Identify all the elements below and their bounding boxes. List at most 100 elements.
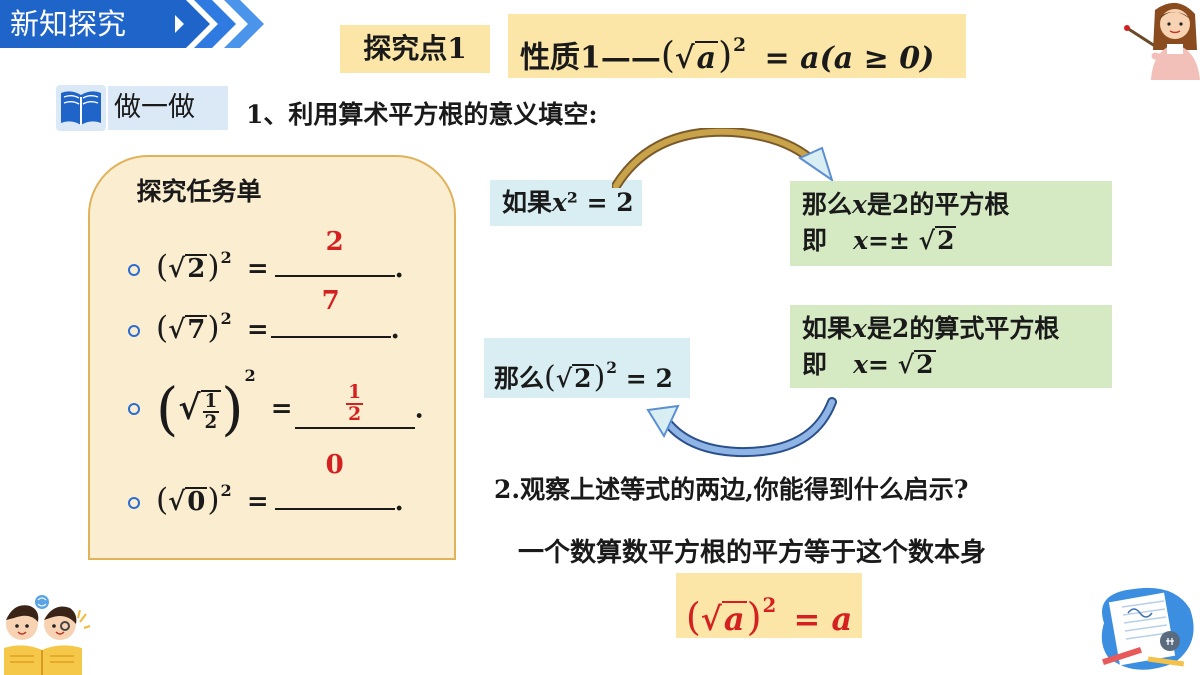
- paren-close: ): [718, 35, 733, 77]
- period: .: [394, 254, 404, 284]
- formula-rhs: = a: [793, 599, 853, 638]
- paren-close: ): [221, 376, 244, 443]
- formula: (√a)2 = a: [686, 593, 853, 640]
- task-answer: 7: [321, 286, 340, 316]
- task-card: [88, 155, 456, 560]
- sqrt-symbol: √2: [918, 226, 957, 255]
- if-arith-text-d: =: [868, 350, 898, 379]
- task-radicand: 2: [185, 254, 208, 284]
- question-1: 1、利用算术平方根的意义填空:: [246, 100, 598, 129]
- task-radicand-num: 1: [202, 390, 220, 413]
- bullet-icon: [128, 403, 140, 416]
- section-label-text: 探究点1: [363, 32, 467, 65]
- paren-open: (: [156, 376, 179, 443]
- bullet-icon: [128, 325, 140, 337]
- period: .: [390, 315, 400, 345]
- sqrt-symbol: √2: [897, 350, 936, 379]
- if-arith-root-box: 如果x是2的算式平方根 即 x= √2: [790, 305, 1112, 388]
- paren-close: ): [746, 594, 762, 640]
- task-exp: 2: [220, 247, 232, 267]
- paren-open: (: [544, 359, 556, 395]
- task-radicand: 0: [185, 487, 208, 517]
- then-result-box: 那么(√2)2 = 2: [484, 338, 690, 398]
- task-row: (√2)2 =2.: [128, 227, 404, 297]
- then-result-exp: 2: [606, 358, 618, 377]
- property-prefix: 性质1——: [520, 40, 661, 76]
- question-2: 2.观察上述等式的两边,你能得到什么启示?: [494, 475, 969, 504]
- if-arith-line-2: 即 x= √2: [802, 347, 1112, 383]
- then-text-b: 是2的平方根: [866, 190, 1010, 219]
- answer-blank[interactable]: 7: [270, 286, 391, 338]
- section-label: 探究点1: [340, 25, 490, 73]
- var-x: x: [852, 190, 867, 219]
- then-result-prefix: 那么: [494, 363, 545, 393]
- sqrt-symbol: √a: [674, 40, 719, 76]
- property-rhs: = a(a ≥ 0): [764, 40, 935, 76]
- paren-open: (: [156, 249, 169, 285]
- if-arith-text-b: 是2的算式平方根: [866, 314, 1060, 343]
- conclusion-text: 一个数算数平方根的平方等于这个数本身: [518, 538, 987, 568]
- then-result-radicand: 2: [572, 363, 594, 393]
- property-title: 性质1——(√a)2 = a(a ≥ 0): [508, 14, 966, 78]
- then-square-root-box: 那么x是2的平方根 即 x=± √2: [790, 181, 1112, 266]
- task-answer-num: 1: [346, 381, 364, 406]
- if-square-prefix: 如果: [502, 188, 553, 217]
- property-radicand: a: [694, 40, 719, 76]
- paren-open: (: [156, 310, 169, 346]
- period: .: [414, 394, 424, 425]
- property-exp: 2: [733, 35, 747, 56]
- formula-box: (√a)2 = a: [676, 573, 862, 640]
- paren-close: ): [593, 359, 606, 395]
- paren-open: (: [156, 482, 169, 518]
- curved-arrow-icon: [612, 128, 834, 188]
- if-arith-text-a: 如果: [802, 314, 853, 343]
- if-arith-radicand: 2: [914, 350, 936, 379]
- answer-blank[interactable]: 2: [274, 227, 395, 277]
- curved-arrow-icon: [646, 397, 837, 458]
- header-title: 新知探究: [10, 7, 127, 41]
- if-square-rest: ² = 2: [566, 188, 634, 217]
- header-banner: 新知探究: [0, 0, 175, 48]
- kids-reading-illustration: [4, 595, 91, 675]
- formula-exp: 2: [762, 593, 777, 617]
- doit-label: 做一做: [108, 86, 228, 130]
- task-answer: 0: [325, 450, 344, 480]
- answer-blank[interactable]: 0: [274, 450, 395, 510]
- task-title: 探究任务单: [136, 177, 262, 206]
- paren-open: (: [685, 594, 701, 640]
- task-radicand-den: 2: [204, 411, 218, 433]
- book-icon: [56, 85, 106, 131]
- chevron-decoration-icon: [160, 0, 264, 48]
- teacher-illustration: [1124, 2, 1200, 80]
- then-text-a: 那么: [802, 190, 853, 219]
- bullet-icon: [128, 497, 140, 509]
- then-text-c: 即: [802, 226, 854, 255]
- task-eq: =: [246, 315, 269, 345]
- sqrt-symbol: √a: [700, 599, 747, 638]
- task-radicand: 7: [185, 315, 208, 345]
- paren-close: ): [207, 249, 220, 285]
- var-x: x: [853, 350, 869, 379]
- var-x: x: [552, 188, 567, 217]
- if-arith-text-c: 即: [802, 350, 854, 379]
- notebook-illustration: [1101, 587, 1194, 670]
- var-x: x: [853, 226, 869, 255]
- var-x: x: [852, 314, 867, 343]
- sqrt-symbol: √0: [168, 487, 208, 517]
- then-line-1: 那么x是2的平方根: [802, 187, 1112, 223]
- sqrt-symbol: √2: [555, 363, 594, 393]
- then-text-d: =±: [868, 226, 919, 255]
- then-result-rhs: = 2: [617, 363, 673, 393]
- paren-open: (: [660, 35, 675, 77]
- sqrt-symbol: √7: [168, 315, 208, 345]
- formula-radicand: a: [721, 599, 747, 638]
- task-exp: 2: [220, 480, 232, 500]
- task-row: (√7)2 =7.: [128, 286, 400, 358]
- task-row: (√0)2 =0.: [128, 450, 404, 530]
- if-arith-line-1: 如果x是2的算式平方根: [802, 311, 1112, 347]
- doit-label-text: 做一做: [114, 92, 195, 123]
- task-eq: =: [246, 487, 269, 517]
